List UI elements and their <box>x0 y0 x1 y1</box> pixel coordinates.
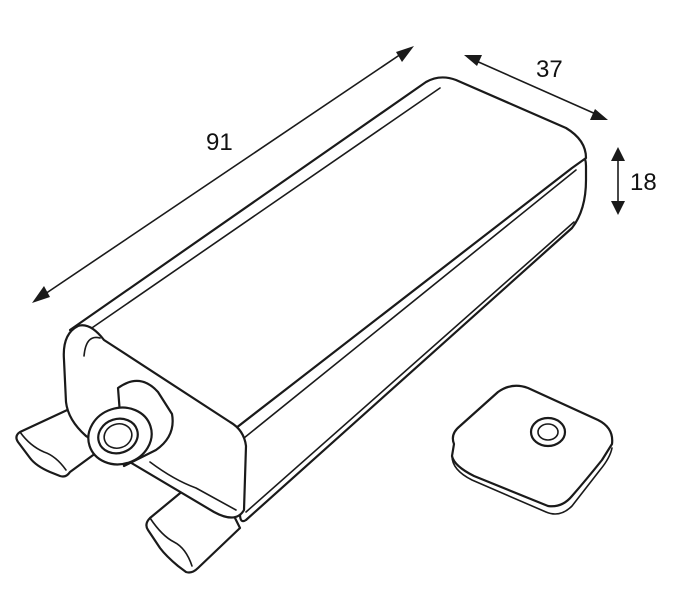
remote-sensor-pad <box>450 384 614 515</box>
cable-connector <box>87 379 174 468</box>
dimension-length: 91 <box>32 46 414 303</box>
sensor-lens-icon <box>529 416 567 448</box>
dimension-height-label: 18 <box>630 169 657 196</box>
dimension-width: 37 <box>464 55 608 120</box>
dimension-length-label: 91 <box>206 129 233 156</box>
dimension-width-label: 37 <box>536 56 563 83</box>
dimension-height: 18 <box>611 147 657 215</box>
